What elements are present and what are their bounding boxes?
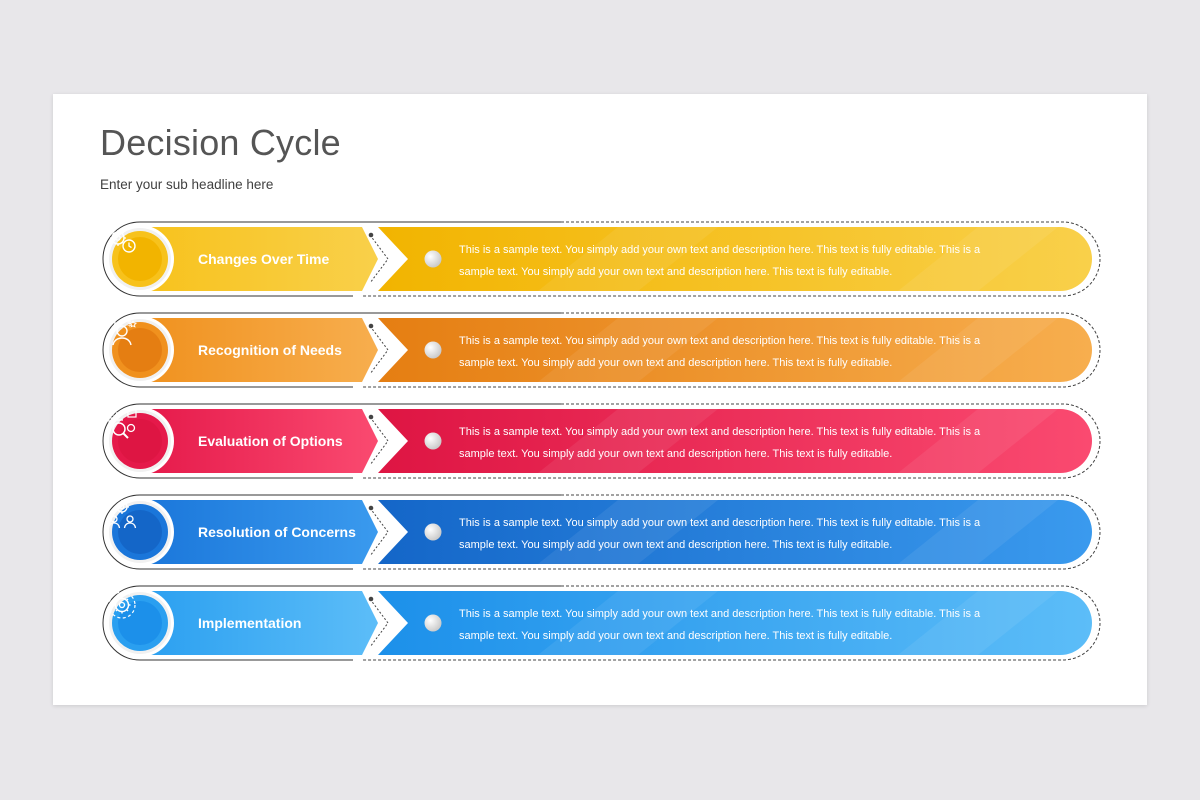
team-gear-icon: [107, 500, 137, 529]
row-dashed-outline: [363, 312, 1101, 388]
icon-badge: [106, 407, 174, 475]
row-description: This is a sample text. You simply add yo…: [459, 608, 981, 642]
row-description: This is a sample text. You simply add yo…: [459, 517, 981, 551]
description-band: [378, 500, 1092, 564]
row-outline: [102, 585, 561, 661]
bullet-dot: [424, 432, 442, 450]
svg-text:$: $: [127, 319, 132, 328]
slide: Decision Cycle Enter your sub headline h…: [53, 94, 1147, 705]
row-label: Changes Over Time: [198, 251, 330, 267]
row-dashed-outline: [363, 221, 1101, 297]
bullet-dot: [424, 614, 442, 632]
row-dashed-outline: [363, 403, 1101, 479]
description-band: [378, 318, 1092, 382]
row-background: [102, 312, 1101, 388]
row-background: [102, 403, 1101, 479]
row-description: This is a sample text. You simply add yo…: [459, 426, 981, 460]
row-label: Recognition of Needs: [198, 342, 342, 358]
row-label: Resolution of Concerns: [198, 524, 356, 540]
gears-clock-icon: [110, 230, 136, 253]
bullet-dot: [424, 250, 442, 268]
row-outline: [102, 312, 561, 388]
bullet-dot: [424, 523, 442, 541]
row-dashed-outline: [363, 585, 1101, 661]
description-band: [378, 409, 1092, 473]
bullet-dot: [424, 341, 442, 359]
row-label: Implementation: [198, 615, 302, 631]
row-outline: [102, 494, 561, 570]
label-arrow: [140, 227, 378, 291]
row-outline: [102, 221, 561, 297]
slide-subtitle: Enter your sub headline here: [100, 177, 274, 192]
person-thinking-icon: $: [110, 319, 137, 346]
cycle-row: Implementation This is a sample text. You…: [98, 581, 1108, 665]
icon-badge: [106, 589, 174, 657]
icon-badge: $: [106, 316, 174, 384]
checklist-magnifier-icon: [108, 409, 137, 439]
gear-cycle-icon: [108, 591, 136, 619]
row-background: [102, 494, 1101, 570]
slide-title: Decision Cycle: [100, 122, 341, 163]
cycle-row: Evaluation of Options This is a sample te…: [98, 399, 1108, 483]
row-background: [102, 585, 1101, 661]
row-label: Evaluation of Options: [198, 433, 343, 449]
label-arrow: [140, 591, 378, 655]
row-outline: [102, 403, 561, 479]
label-arrow: [140, 409, 378, 473]
icon-badge: [106, 225, 174, 293]
description-band: [378, 591, 1092, 655]
icon-badge: [106, 498, 174, 566]
cycle-row: Resolution of Concerns This is a sample t…: [98, 490, 1108, 574]
row-description: This is a sample text. You simply add yo…: [459, 335, 981, 369]
row-background: [102, 221, 1101, 297]
row-description: This is a sample text. You simply add yo…: [459, 244, 981, 278]
label-arrow: [140, 500, 378, 564]
row-dashed-outline: [363, 494, 1101, 570]
cycle-row: Changes Over Time This is a sample text. …: [98, 217, 1108, 301]
description-band: [378, 227, 1092, 291]
label-arrow: [140, 318, 378, 382]
cycle-row: $ Recognition of Needs This is a sample te…: [98, 308, 1108, 392]
